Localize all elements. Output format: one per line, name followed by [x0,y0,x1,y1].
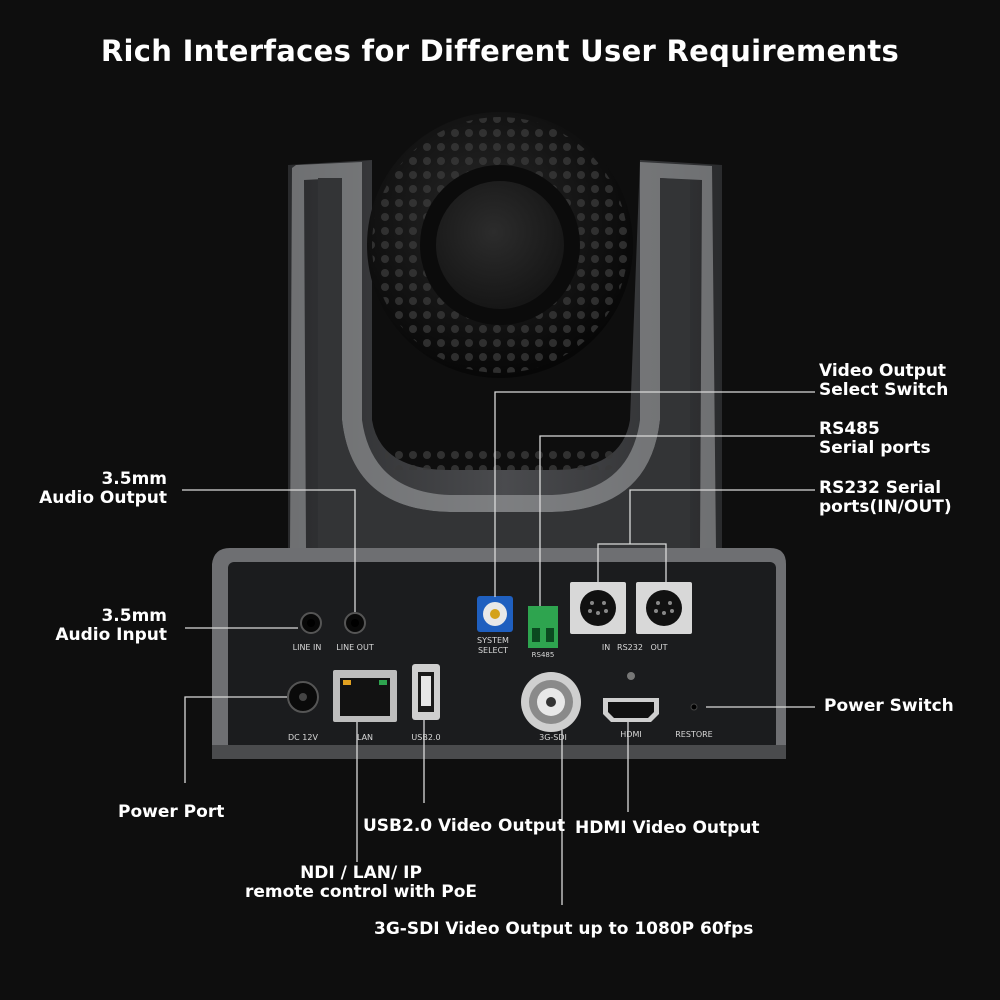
dc-power-port [287,681,319,713]
panel-lan: LAN [357,733,373,742]
label-audio-output: 3.5mm Audio Output [20,470,167,508]
line-in-jack [300,612,322,634]
label-rs232-line2: ports(IN/OUT) [819,497,952,517]
label-ndi-line1: NDI / LAN/ IP [300,863,422,883]
label-video-output-select-line1: Video Output [819,361,947,381]
page-title: Rich Interfaces for Different User Requi… [100,34,900,68]
label-audio-output-line1: 3.5mm [101,469,167,489]
label-video-output-select: Video Output Select Switch [819,362,948,400]
label-rs232-line1: RS232 Serial [819,478,942,498]
panel-rs232-out: OUT [650,643,667,652]
panel-hdmi: HDMI [620,730,641,739]
panel-system-select-1: SYSTEM [477,636,509,645]
leader-rs232-top [629,489,815,544]
leader-video-select [494,391,815,597]
label-video-output-select-line2: Select Switch [819,380,949,400]
usb-port [412,664,440,720]
label-ndi: NDI / LAN/ IP remote control with PoE [238,864,484,902]
label-hdmi: HDMI Video Output [575,818,760,838]
label-rs485: RS485 Serial ports [819,420,931,458]
panel-sdi: 3G-SDI [539,733,567,742]
label-audio-input: 3.5mm Audio Input [20,607,167,645]
panel-rs485: RS485 [532,651,555,659]
label-rs485-line2: Serial ports [819,438,931,458]
system-select-dial [477,596,513,632]
label-power-switch: Power Switch [824,696,954,716]
panel-rs232-in: IN [602,643,610,652]
panel-line-in: LINE IN [293,643,322,652]
label-audio-input-line2: Audio Input [55,625,167,645]
rs232-out-port [636,582,692,634]
panel-rs232: RS232 [617,643,643,652]
lan-port [333,670,397,722]
line-out-jack [344,612,366,634]
sdi-bnc-connector [521,672,581,732]
camera-head [367,112,633,378]
label-rs232: RS232 Serial ports(IN/OUT) [819,479,952,517]
panel-usb: USB2.0 [411,733,440,742]
label-audio-output-line2: Audio Output [39,488,167,508]
label-audio-input-line1: 3.5mm [101,606,167,626]
leader-rs485 [539,435,815,606]
hdmi-port [603,672,659,722]
label-sdi: 3G-SDI Video Output up to 1080P 60fps [374,919,754,939]
label-power-port: Power Port [118,802,225,822]
rs232-in-port [570,582,626,634]
panel-restore: RESTORE [675,730,713,739]
leader-power-port [184,696,287,783]
panel-system-select-2: SELECT [478,646,508,655]
panel-dc: DC 12V [288,733,318,742]
label-usb: USB2.0 Video Output [363,816,566,836]
rs485-terminal [528,606,558,648]
leader-lines [182,391,815,905]
label-ndi-line2: remote control with PoE [244,882,478,902]
leader-rs232 [597,543,667,582]
label-rs485-line1: RS485 [819,419,880,439]
panel-line-out: LINE OUT [336,643,374,652]
leader-audio-out [182,489,356,612]
restore-pinhole [690,703,698,711]
